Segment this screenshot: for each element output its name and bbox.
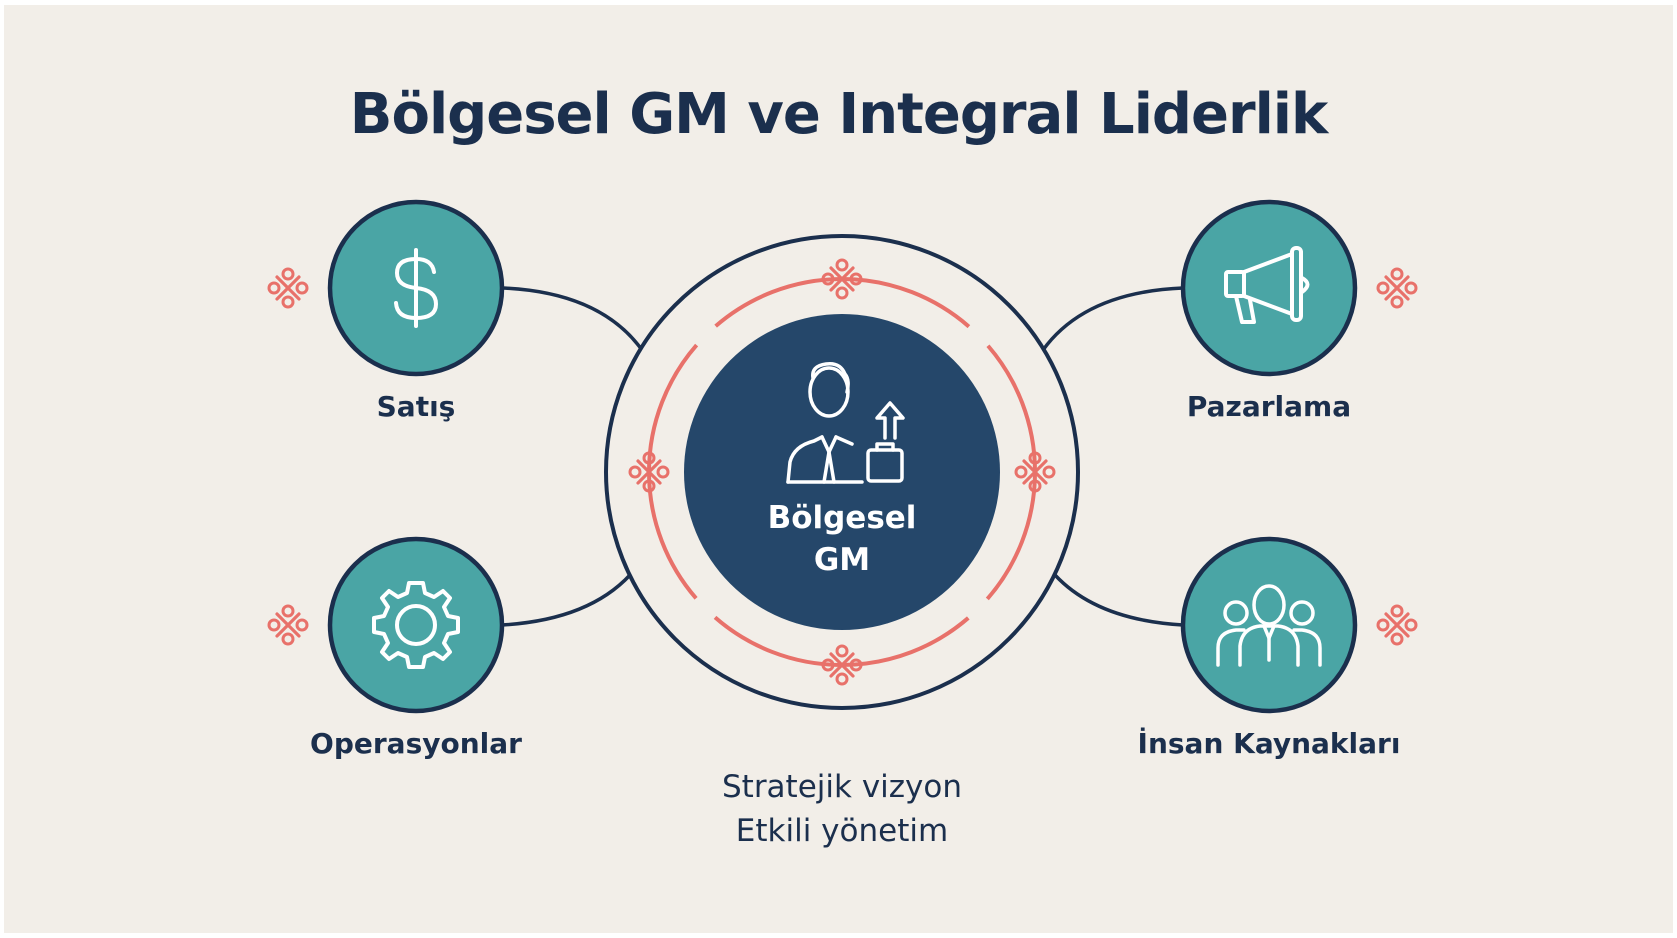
megaphone-icon xyxy=(1224,246,1310,324)
team-people-icon xyxy=(1216,584,1322,667)
dollar-sign-icon xyxy=(394,248,439,328)
node-satis xyxy=(327,199,505,377)
node-label-operasyonlar: Operasyonlar xyxy=(310,727,522,760)
sparkle-icon xyxy=(267,267,309,309)
diagram-title: Bölgesel GM ve Integral Liderlik xyxy=(349,82,1328,147)
center-label-line2: GM xyxy=(813,542,871,578)
node-label-insan-kaynaklari: İnsan Kaynakları xyxy=(1137,727,1401,760)
node-insan-kaynaklari xyxy=(1180,536,1358,714)
node-label-pazarlama: Pazarlama xyxy=(1186,390,1352,423)
center-label: Bölgesel GM xyxy=(768,497,917,581)
tagline-line2: Etkili yönetim xyxy=(735,813,949,849)
tagline-line1: Stratejik vizyon xyxy=(721,769,963,805)
sparkle-icon xyxy=(1376,267,1418,309)
connector-satis xyxy=(501,286,644,352)
center-label-line1: Bölgesel xyxy=(767,500,917,536)
gear-icon xyxy=(372,581,460,669)
hub-core xyxy=(684,314,1000,630)
center-hub xyxy=(604,234,1080,710)
node-operasyonlar xyxy=(327,536,505,714)
sparkle-icon xyxy=(1376,604,1418,646)
node-pazarlama xyxy=(1180,199,1358,377)
sparkle-icon xyxy=(267,604,309,646)
leader-with-briefcase-growth-icon xyxy=(786,361,905,484)
connectors xyxy=(501,286,1184,627)
tagline: Stratejik vizyon Etkili yönetim xyxy=(722,765,962,853)
node-label-satis: Satış xyxy=(376,390,456,423)
connector-pazarlama xyxy=(1041,286,1184,352)
connector-operasyonlar xyxy=(501,573,632,627)
connector-insan-kaynaklari xyxy=(1053,573,1184,627)
